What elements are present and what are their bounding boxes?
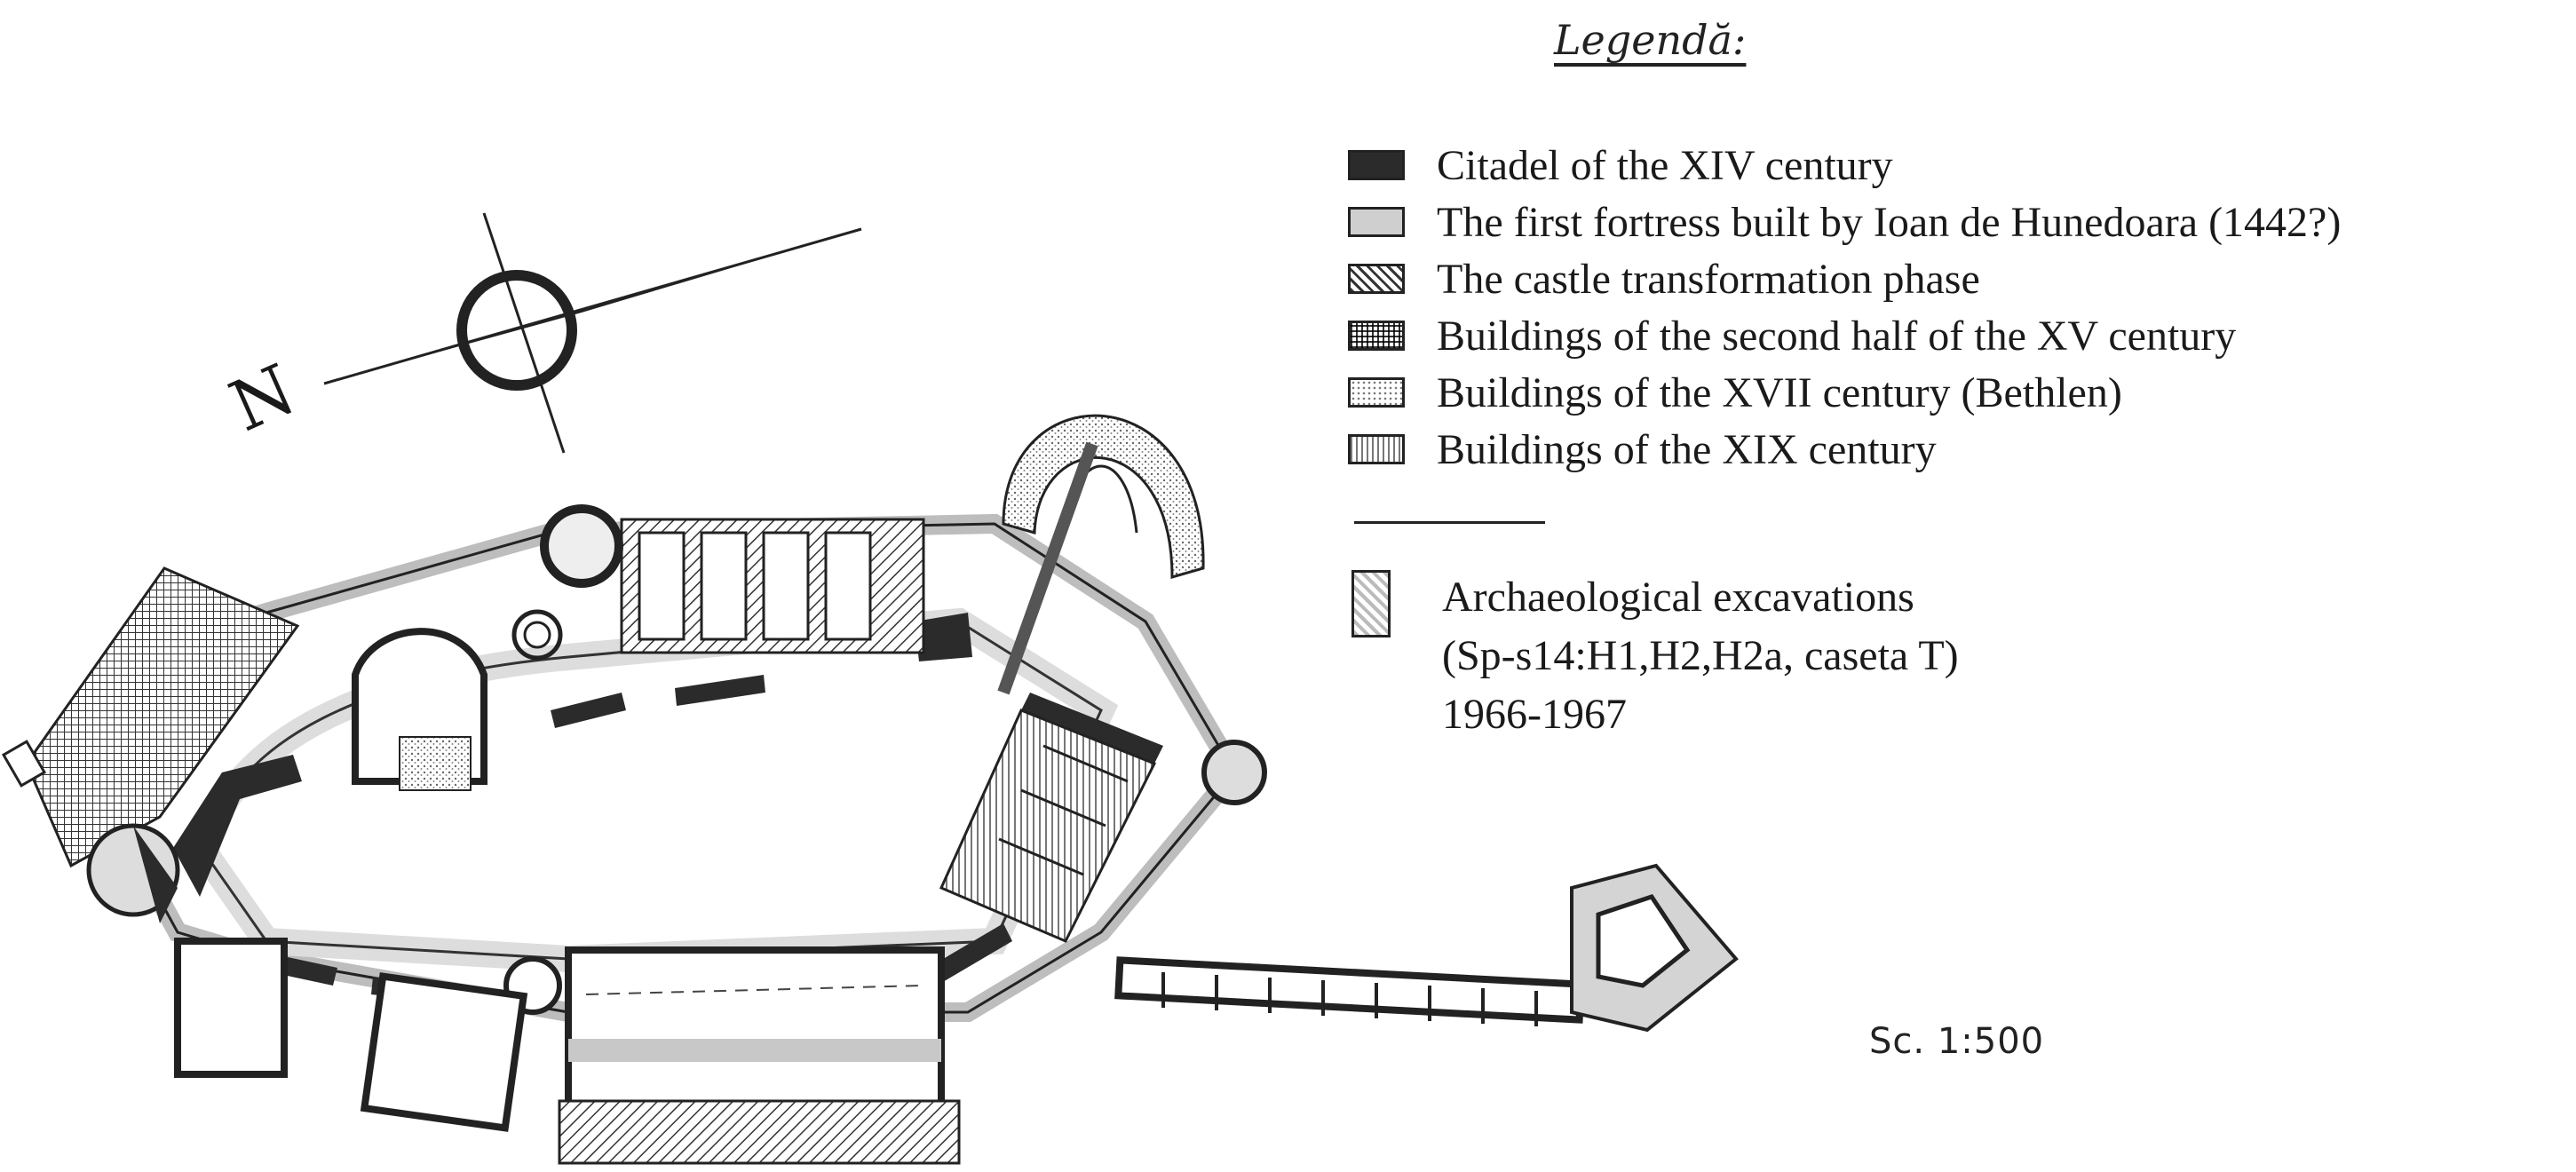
excavation-text: Archaeological excavations (Sp-s14:H1,H2… [1442,568,1959,744]
legend-item-first-fortress: The first fortress built by Ioan de Hune… [1348,194,2341,250]
legend-title: Legendă: [1554,16,1747,64]
excavation-line: 1966-1967 [1442,691,1627,738]
legend-swatch-solid-light [1348,207,1405,237]
legend-label: Buildings of the XIX century [1437,425,1937,473]
legend-label: Buildings of the XVII century (Bethlen) [1437,368,2122,416]
legend-swatch-cross-hatch [1348,321,1405,351]
legend-swatch-diagonal-hatch [1348,264,1405,294]
legend-item-citadel: Citadel of the XIV century [1348,137,2341,194]
legend-list: Citadel of the XIV century The first for… [1348,137,2341,478]
castle-floor-plan [1,212,1739,1165]
legend-item-xv-century: Buildings of the second half of the XV c… [1348,307,2341,364]
east-wing-buildings [939,709,1267,943]
north-range-buildings [620,518,925,654]
legend-label: The first fortress built by Ioan de Hune… [1437,198,2342,246]
neboisa-tower [1570,863,1739,1033]
legend-excavation: Archaeological excavations (Sp-s14:H1,H2… [1348,568,1959,744]
scale-label: Sc. 1:500 [1869,1021,2045,1062]
legend-label: Citadel of the XIV century [1437,141,1893,189]
courtyard-wall [189,607,1119,973]
compass-axis-ns [482,212,566,454]
legend-item-transformation: The castle transformation phase [1348,250,2341,307]
legend-label: Buildings of the second half of the XV c… [1437,312,2237,360]
north-round-tower [511,504,623,661]
legend-swatch-excavation [1351,570,1391,637]
legend-swatch-solid-dark [1348,150,1405,180]
legend-swatch-stipple [1348,377,1405,408]
excavation-line: (Sp-s14:H1,H2,H2a, caseta T) [1442,632,1959,679]
legend-label: The castle transformation phase [1437,255,1980,303]
east-bridge-gallery [1114,956,1585,1026]
chapel [352,628,487,791]
legend-item-xvii-century: Buildings of the XVII century (Bethlen) [1348,364,2341,421]
excavation-line: Archaeological excavations [1442,574,1914,621]
southwest-buildings [86,823,528,1132]
west-wing-buildings [1,566,300,868]
compass-rose [323,212,862,454]
knights-hall [503,946,961,1165]
legend-swatch-vertical-lines [1348,434,1405,464]
legend-item-xix-century: Buildings of the XIX century [1348,421,2341,478]
east-bastion [997,414,1205,695]
legend-divider [1354,521,1545,524]
courtyard-well [523,621,551,649]
compass-ring [456,270,577,391]
